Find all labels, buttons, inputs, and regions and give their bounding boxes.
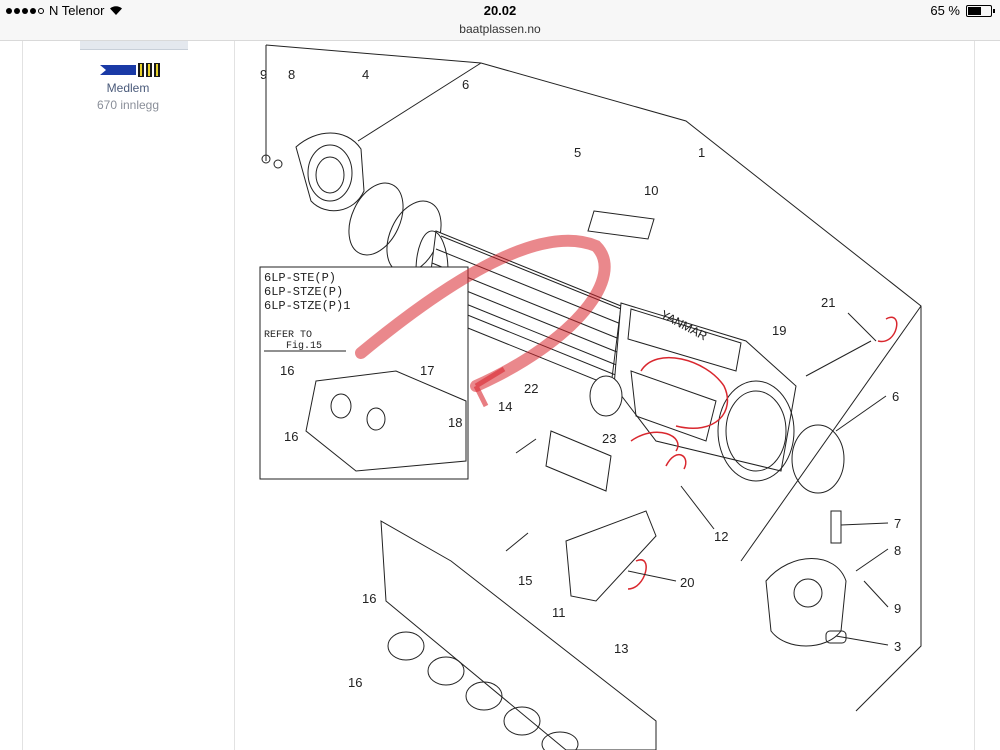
post-count: 670 innlegg bbox=[96, 98, 160, 112]
plate-part bbox=[587, 210, 655, 240]
clock: 20.02 bbox=[483, 3, 517, 18]
callout-8-right: 8 bbox=[894, 543, 901, 558]
refer-to-label: REFER TO bbox=[264, 330, 312, 341]
callout-9-right: 9 bbox=[894, 601, 901, 616]
leader-lines bbox=[627, 312, 889, 646]
fig-label: Fig.15 bbox=[286, 340, 322, 352]
callout-16-inset-bottom: 16 bbox=[284, 429, 298, 444]
callout-6: 6 bbox=[462, 77, 469, 92]
callout-19: 19 bbox=[772, 323, 786, 338]
inset-line-1: 6LP-STE(P) bbox=[264, 271, 336, 285]
callout-1: 1 bbox=[698, 145, 705, 160]
inset-line-2: 6LP-STZE(P) bbox=[264, 285, 343, 299]
exhaust-flange-part bbox=[261, 132, 365, 212]
gasket-plate bbox=[545, 430, 612, 492]
frame-lines bbox=[265, 44, 922, 712]
studs bbox=[505, 340, 872, 552]
battery-percent: 65 % bbox=[930, 3, 960, 18]
callout-5: 5 bbox=[574, 145, 581, 160]
callout-10: 10 bbox=[644, 183, 658, 198]
callout-18: 18 bbox=[448, 415, 462, 430]
cooler-body bbox=[589, 302, 797, 482]
column-divider-right bbox=[974, 41, 975, 750]
status-left: N Telenor bbox=[6, 3, 123, 18]
gasket-ring-right bbox=[791, 424, 845, 494]
rank-badge-icon bbox=[100, 63, 160, 77]
callout-4: 4 bbox=[362, 67, 369, 82]
callout-9: 9 bbox=[260, 67, 267, 82]
signal-icon bbox=[6, 7, 44, 14]
exhaust-manifold bbox=[380, 520, 657, 750]
status-bar: N Telenor 20.02 65 % bbox=[0, 0, 1000, 22]
wifi-icon bbox=[110, 6, 123, 15]
callout-20: 20 bbox=[680, 575, 694, 590]
address-bar[interactable]: baatplassen.no bbox=[0, 22, 1000, 41]
author-panel: Medlem 670 innlegg bbox=[22, 41, 234, 750]
callout-22: 22 bbox=[524, 381, 538, 396]
carrier-name: N Telenor bbox=[49, 3, 105, 18]
callout-3: 3 bbox=[894, 639, 901, 654]
battery-fill bbox=[968, 6, 981, 15]
callout-16-bottom: 16 bbox=[348, 675, 362, 690]
callout-7: 7 bbox=[894, 516, 901, 531]
callout-21: 21 bbox=[821, 295, 835, 310]
callout-6-right: 6 bbox=[892, 389, 899, 404]
callout-13: 13 bbox=[614, 641, 628, 656]
avatar-edge bbox=[80, 41, 188, 50]
thermostat-cover bbox=[765, 510, 847, 647]
parts-diagram: YANMAR 6LP-STE(P) 6LP-STZE(P) 6LP-ST bbox=[259, 44, 922, 750]
status-right: 65 % bbox=[930, 3, 995, 18]
callout-12: 12 bbox=[714, 529, 728, 544]
callout-16-left: 16 bbox=[362, 591, 376, 606]
callout-14: 14 bbox=[498, 399, 512, 414]
callout-17: 17 bbox=[420, 363, 434, 378]
callout-23: 23 bbox=[602, 431, 616, 446]
column-divider-middle bbox=[234, 41, 235, 750]
callout-11: 11 bbox=[552, 605, 566, 620]
column-divider-left bbox=[22, 41, 23, 750]
inset-line-3: 6LP-STZE(P)1 bbox=[264, 299, 350, 313]
member-role[interactable]: Medlem bbox=[106, 81, 150, 95]
callout-15: 15 bbox=[518, 573, 532, 588]
url-text[interactable]: baatplassen.no bbox=[459, 22, 541, 36]
red-annotations bbox=[355, 234, 898, 590]
callout-labels: 9 8 4 6 5 1 10 21 19 6 22 14 23 17 16 18… bbox=[260, 67, 901, 690]
battery-icon bbox=[966, 4, 995, 17]
callout-8: 8 bbox=[288, 67, 295, 82]
callout-16-inset-top: 16 bbox=[280, 363, 294, 378]
bracket-part bbox=[565, 510, 657, 602]
